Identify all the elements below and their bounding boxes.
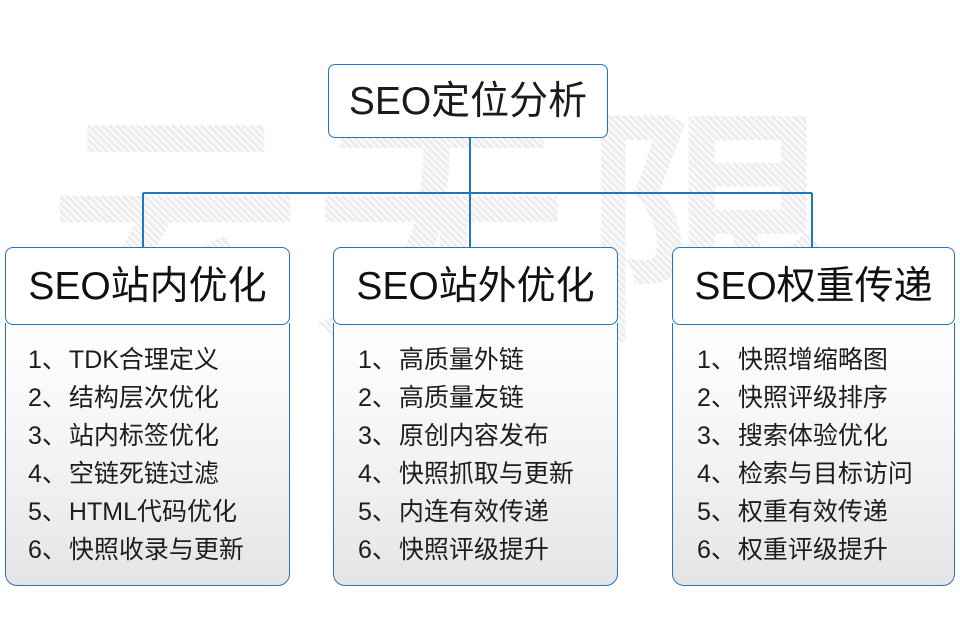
list-item: 5、权重有效传递 bbox=[697, 493, 954, 531]
list-item: 6、快照评级提升 bbox=[358, 531, 617, 569]
item-text: 权重评级提升 bbox=[737, 536, 888, 564]
item-separator: 、 bbox=[371, 536, 397, 564]
list-item: 2、快照评级排序 bbox=[697, 379, 954, 417]
item-text: 快照评级排序 bbox=[737, 384, 888, 412]
item-text: 权重有效传递 bbox=[737, 498, 888, 526]
item-number: 5 bbox=[28, 498, 42, 526]
list-item: 4、检索与目标访问 bbox=[697, 455, 954, 493]
item-separator: 、 bbox=[41, 422, 67, 450]
item-number: 2 bbox=[697, 384, 711, 412]
item-text: 内连有效传递 bbox=[398, 498, 549, 526]
branch-header-label-2: SEO站外优化 bbox=[356, 264, 595, 308]
item-separator: 、 bbox=[41, 346, 67, 374]
branch-body-2: 1、高质量外链 2、高质量友链 3、原创内容发布 4、快照抓取与更新 5、内连有… bbox=[333, 323, 618, 586]
item-number: 5 bbox=[697, 498, 711, 526]
item-text: 检索与目标访问 bbox=[737, 460, 913, 488]
item-number: 3 bbox=[697, 422, 711, 450]
item-number: 3 bbox=[358, 422, 372, 450]
list-item: 5、内连有效传递 bbox=[358, 493, 617, 531]
item-separator: 、 bbox=[371, 498, 397, 526]
item-text: 快照收录与更新 bbox=[68, 536, 244, 564]
item-text: 高质量外链 bbox=[398, 346, 524, 374]
item-text: 结构层次优化 bbox=[68, 384, 219, 412]
item-separator: 、 bbox=[710, 346, 736, 374]
item-separator: 、 bbox=[710, 422, 736, 450]
item-number: 6 bbox=[358, 536, 372, 564]
branch-card-1: SEO站内优化 1、TDK合理定义 2、结构层次优化 3、站内标签优化 4、空链… bbox=[5, 247, 290, 586]
item-text: 站内标签优化 bbox=[68, 422, 219, 450]
item-separator: 、 bbox=[41, 384, 67, 412]
item-separator: 、 bbox=[41, 460, 67, 488]
item-number: 3 bbox=[28, 422, 42, 450]
branch-header-label-3: SEO权重传递 bbox=[694, 264, 933, 308]
branch-item-list-1: 1、TDK合理定义 2、结构层次优化 3、站内标签优化 4、空链死链过滤 5、H… bbox=[6, 341, 289, 569]
item-separator: 、 bbox=[41, 498, 67, 526]
list-item: 1、高质量外链 bbox=[358, 341, 617, 379]
item-separator: 、 bbox=[710, 384, 736, 412]
item-separator: 、 bbox=[710, 498, 736, 526]
item-separator: 、 bbox=[41, 536, 67, 564]
item-number: 4 bbox=[358, 460, 372, 488]
list-item: 1、快照增缩略图 bbox=[697, 341, 954, 379]
item-text: 空链死链过滤 bbox=[68, 460, 219, 488]
item-text: HTML代码优化 bbox=[68, 498, 237, 526]
branch-body-3: 1、快照增缩略图 2、快照评级排序 3、搜索体验优化 4、检索与目标访问 5、权… bbox=[672, 323, 955, 586]
item-number: 2 bbox=[28, 384, 42, 412]
list-item: 4、空链死链过滤 bbox=[28, 455, 289, 493]
item-number: 6 bbox=[28, 536, 42, 564]
branch-header-1[interactable]: SEO站内优化 bbox=[5, 247, 290, 325]
branch-card-2: SEO站外优化 1、高质量外链 2、高质量友链 3、原创内容发布 4、快照抓取与… bbox=[333, 247, 618, 586]
item-separator: 、 bbox=[710, 536, 736, 564]
item-number: 2 bbox=[358, 384, 372, 412]
item-separator: 、 bbox=[371, 422, 397, 450]
item-separator: 、 bbox=[710, 460, 736, 488]
branch-card-3: SEO权重传递 1、快照增缩略图 2、快照评级排序 3、搜索体验优化 4、检索与… bbox=[672, 247, 955, 586]
list-item: 3、站内标签优化 bbox=[28, 417, 289, 455]
item-text: 原创内容发布 bbox=[398, 422, 549, 450]
list-item: 3、原创内容发布 bbox=[358, 417, 617, 455]
branch-item-list-2: 1、高质量外链 2、高质量友链 3、原创内容发布 4、快照抓取与更新 5、内连有… bbox=[334, 341, 617, 569]
item-text: 快照评级提升 bbox=[398, 536, 549, 564]
list-item: 6、权重评级提升 bbox=[697, 531, 954, 569]
item-text: 快照增缩略图 bbox=[737, 346, 888, 374]
item-number: 6 bbox=[697, 536, 711, 564]
list-item: 2、结构层次优化 bbox=[28, 379, 289, 417]
item-text: 快照抓取与更新 bbox=[398, 460, 574, 488]
root-node[interactable]: SEO定位分析 bbox=[328, 64, 608, 138]
branch-body-1: 1、TDK合理定义 2、结构层次优化 3、站内标签优化 4、空链死链过滤 5、H… bbox=[5, 323, 290, 586]
item-number: 4 bbox=[28, 460, 42, 488]
branch-header-label-1: SEO站内优化 bbox=[28, 264, 267, 308]
item-separator: 、 bbox=[371, 460, 397, 488]
item-text: TDK合理定义 bbox=[68, 346, 219, 374]
item-number: 1 bbox=[28, 346, 42, 374]
branch-item-list-3: 1、快照增缩略图 2、快照评级排序 3、搜索体验优化 4、检索与目标访问 5、权… bbox=[673, 341, 954, 569]
item-text: 搜索体验优化 bbox=[737, 422, 888, 450]
item-number: 5 bbox=[358, 498, 372, 526]
item-number: 4 bbox=[697, 460, 711, 488]
list-item: 4、快照抓取与更新 bbox=[358, 455, 617, 493]
root-node-label: SEO定位分析 bbox=[348, 79, 588, 123]
branch-header-2[interactable]: SEO站外优化 bbox=[333, 247, 618, 325]
branch-header-3[interactable]: SEO权重传递 bbox=[672, 247, 955, 325]
list-item: 1、TDK合理定义 bbox=[28, 341, 289, 379]
item-text: 高质量友链 bbox=[398, 384, 524, 412]
list-item: 6、快照收录与更新 bbox=[28, 531, 289, 569]
item-separator: 、 bbox=[371, 346, 397, 374]
item-number: 1 bbox=[358, 346, 372, 374]
list-item: 5、HTML代码优化 bbox=[28, 493, 289, 531]
item-number: 1 bbox=[697, 346, 711, 374]
item-separator: 、 bbox=[371, 384, 397, 412]
list-item: 2、高质量友链 bbox=[358, 379, 617, 417]
list-item: 3、搜索体验优化 bbox=[697, 417, 954, 455]
